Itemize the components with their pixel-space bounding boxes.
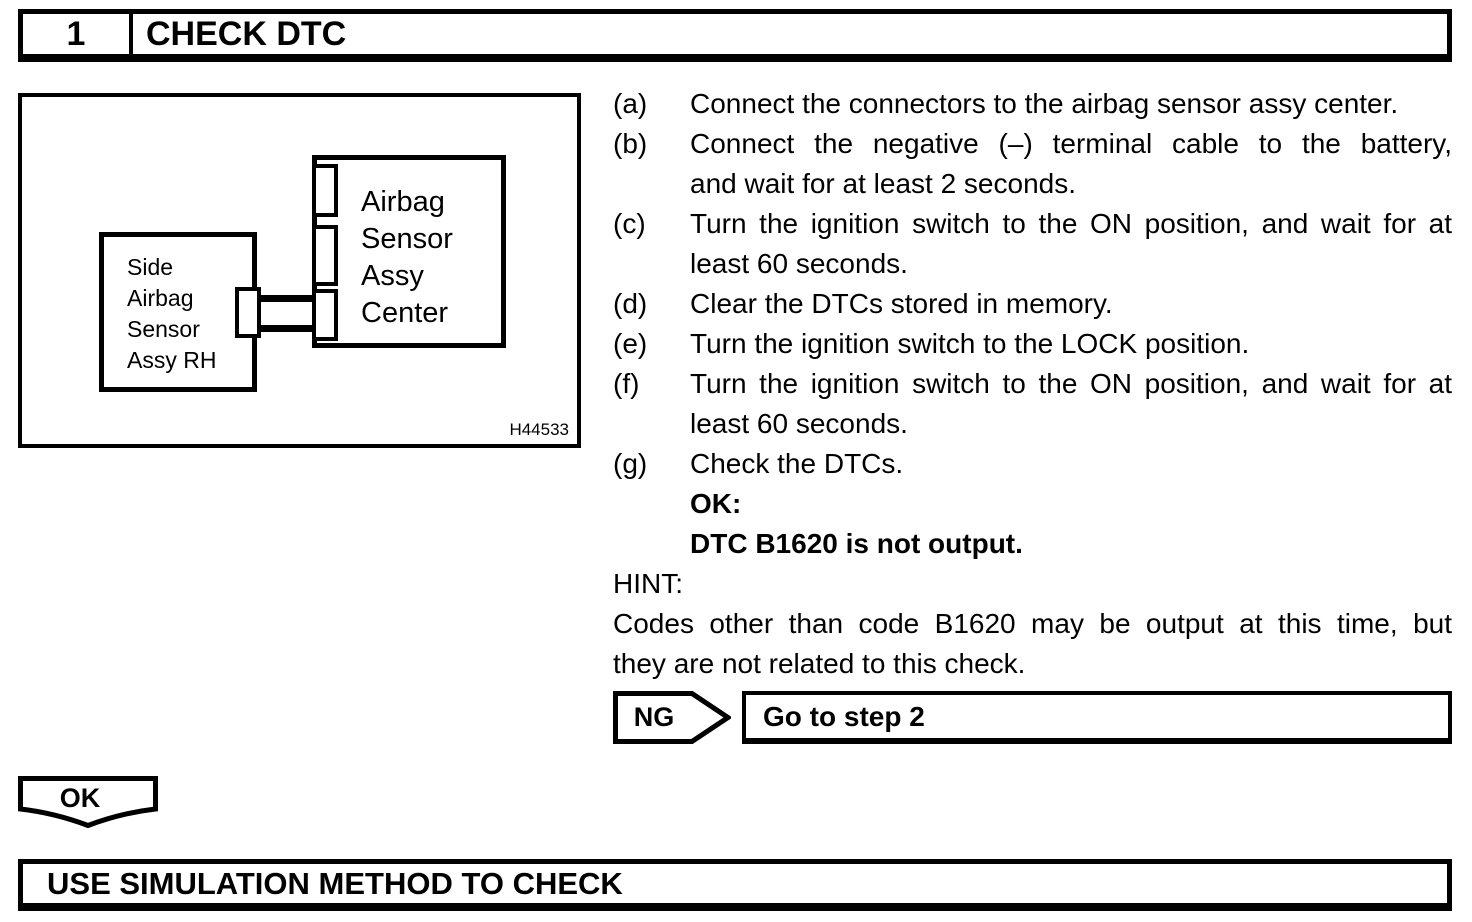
airbag-sensor-center-box: Airbag Sensor Assy Center: [312, 155, 506, 348]
step-title: CHECK DTC: [146, 14, 347, 53]
step-d: (d) Clear the DTCs stored in memory.: [613, 284, 1452, 324]
step-label: (d): [613, 288, 648, 319]
next-step-header-bar: USE SIMULATION METHOD TO CHECK: [18, 859, 1452, 911]
ok-connector-label: OK: [59, 782, 101, 813]
center-connector-terminal-2: [312, 225, 338, 286]
ng-action-text: Go to step 2: [763, 700, 925, 732]
step-label: (e): [613, 328, 648, 359]
step-text-line: least 60 seconds.: [690, 408, 908, 439]
ok-result-condition: DTC B1620 is not output.: [690, 528, 1023, 559]
side-airbag-sensor-label-line: Side: [127, 254, 174, 280]
airbag-sensor-center-label-line: Sensor: [361, 223, 453, 255]
step-number: 1: [23, 14, 133, 54]
hint-label: HINT:: [613, 568, 683, 599]
connector-cable: [257, 295, 318, 332]
ng-branch-row: NG Go to step 2: [613, 691, 1452, 744]
step-label: (g): [613, 448, 648, 479]
step-text-line: Turn the ignition switch to the ON posit…: [690, 208, 1452, 239]
step-text-line: Connect the negative (–) terminal cable …: [690, 128, 1452, 159]
step-f: (f) Turn the ignition switch to the ON p…: [613, 364, 1452, 444]
figure-id: H44533: [509, 420, 569, 439]
step-text-line: Check the DTCs.: [690, 448, 904, 479]
step-text-line: Turn the ignition switch to the ON posit…: [690, 368, 1452, 399]
ok-banner-icon: [18, 776, 158, 829]
side-airbag-sensor-label-line: Assy RH: [127, 347, 217, 373]
side-airbag-sensor-box: Side Airbag Sensor Assy RH: [99, 232, 257, 392]
ok-result-label: OK:: [690, 488, 742, 519]
step-e: (e) Turn the ignition switch to the LOCK…: [613, 324, 1452, 364]
airbag-sensor-center-label-line: Airbag: [361, 186, 445, 218]
side-airbag-sensor-label-line: Airbag: [127, 285, 194, 311]
step-text-line: Connect the connectors to the airbag sen…: [690, 88, 1399, 119]
center-connector-terminal-1: [312, 164, 338, 217]
hint-text-line: Codes other than code B1620 may be outpu…: [613, 608, 1452, 639]
ng-gap: [731, 691, 742, 744]
wiring-diagram-figure: Side Airbag Sensor Assy RH Airbag Sensor…: [18, 93, 581, 448]
step-text-line: and wait for at least 2 seconds.: [690, 168, 1076, 199]
step-b: (b) Connect the negative (–) terminal ca…: [613, 124, 1452, 204]
step-c: (c) Turn the ignition switch to the ON p…: [613, 204, 1452, 284]
step-label: (c): [613, 208, 646, 239]
step-text-line: least 60 seconds.: [690, 248, 908, 279]
step-text-line: Turn the ignition switch to the LOCK pos…: [690, 328, 1250, 359]
step-label: (a): [613, 88, 648, 119]
airbag-sensor-center-label-line: Assy: [361, 260, 424, 292]
step-label: (b): [613, 128, 648, 159]
next-step-title: USE SIMULATION METHOD TO CHECK: [47, 865, 623, 901]
step-header-bar: 1 CHECK DTC: [18, 9, 1452, 62]
left-connector-terminal: [235, 287, 261, 338]
ng-arrow-icon: [613, 691, 731, 744]
ng-label: NG: [633, 702, 675, 732]
step-text-line: Clear the DTCs stored in memory.: [690, 288, 1113, 319]
ng-action-box: Go to step 2: [742, 691, 1452, 744]
side-airbag-sensor-label-line: Sensor: [127, 316, 200, 342]
step-g: (g) Check the DTCs.: [613, 444, 1452, 484]
procedure-steps: (a) Connect the connectors to the airbag…: [613, 84, 1452, 684]
ng-arrow-shape: NG: [613, 691, 731, 744]
center-connector-terminal-3: [312, 289, 338, 341]
airbag-sensor-center-label-line: Center: [361, 297, 449, 329]
ok-connector-shape: OK: [18, 776, 158, 829]
step-label: (f): [613, 368, 640, 399]
hint-text-line: they are not related to this check.: [613, 648, 1026, 679]
step-a: (a) Connect the connectors to the airbag…: [613, 84, 1452, 124]
